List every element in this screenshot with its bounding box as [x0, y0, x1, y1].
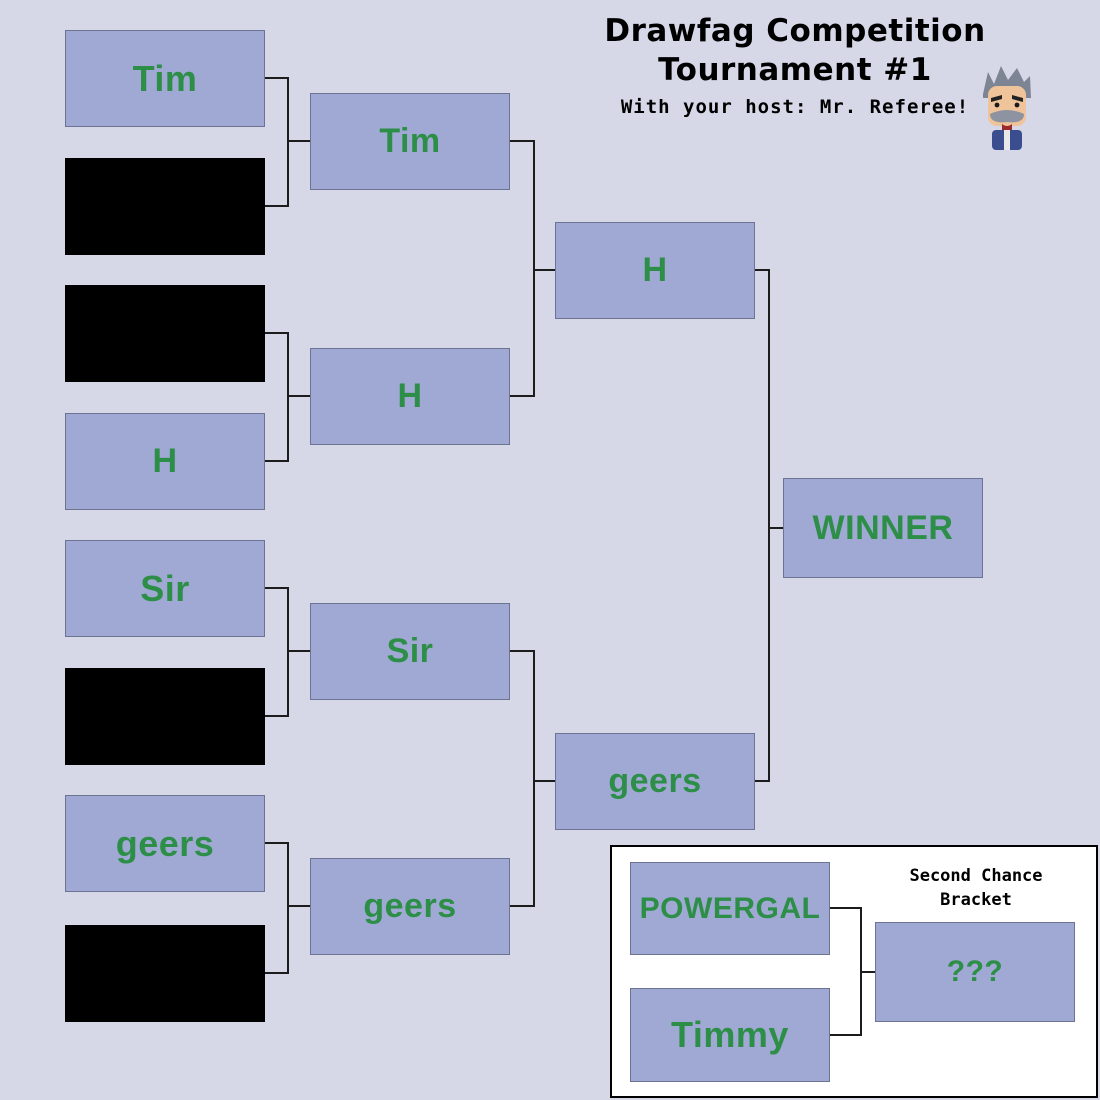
connector-line [265, 715, 289, 717]
connector-line [860, 971, 875, 973]
round2-box-h: H [310, 348, 510, 445]
connector-line [265, 842, 289, 844]
second-chance-title-line1: Second Chance [909, 866, 1043, 886]
connector-line [830, 907, 862, 909]
round1-box-tim: Tim [65, 30, 265, 127]
round2-label-tim: Tim [379, 122, 441, 160]
connector-line [287, 140, 310, 142]
connector-line [287, 587, 289, 717]
tournament-title-line1: Drawfag Competition [604, 13, 986, 49]
tournament-title-line2: Tournament #1 [658, 51, 932, 88]
connector-line [510, 650, 535, 652]
connector-line [287, 332, 289, 462]
round1-label-h: H [152, 442, 178, 480]
host-subtitle: With your host: Mr. Referee! [620, 95, 970, 118]
winner-label: WINNER [812, 508, 954, 547]
connector-line [287, 395, 310, 397]
second-chance-title-line2: Bracket [940, 889, 1012, 910]
connector-line [287, 650, 310, 652]
round1-box-empty-1 [65, 158, 265, 255]
connector-line [287, 905, 310, 907]
connector-line [755, 780, 770, 782]
connector-line [768, 269, 770, 782]
connector-line [510, 905, 535, 907]
round1-box-empty-3 [65, 668, 265, 765]
connector-line [265, 460, 289, 462]
semifinal-label-h: H [642, 251, 668, 289]
round2-box-tim: Tim [310, 93, 510, 190]
connector-line [768, 527, 783, 529]
winner-box: WINNER [783, 478, 983, 578]
second-chance-panel: Second Chance Bracket POWERGAL Timmy ??? [610, 845, 1098, 1098]
second-chance-label-result: ??? [946, 955, 1004, 988]
referee-avatar-drawing [983, 66, 1031, 150]
round1-box-empty-2 [65, 285, 265, 382]
round2-box-geers: geers [310, 858, 510, 955]
connector-line [265, 332, 289, 334]
connector-line [265, 205, 289, 207]
connector-line [287, 842, 289, 974]
connector-line [265, 587, 289, 589]
connector-line [533, 650, 535, 907]
semifinal-box-geers: geers [555, 733, 755, 830]
second-chance-title: Second Chance Bracket [860, 865, 1092, 913]
round2-label-sir: Sir [386, 632, 434, 670]
connector-line [510, 140, 535, 142]
connector-line [265, 972, 289, 974]
connector-line [533, 269, 555, 271]
connector-line [533, 780, 555, 782]
round2-label-geers: geers [363, 887, 457, 925]
connector-line [830, 1034, 862, 1036]
round1-label-sir: Sir [140, 567, 190, 609]
round1-box-h: H [65, 413, 265, 510]
connector-line [265, 77, 289, 79]
second-chance-box-result: ??? [875, 922, 1075, 1022]
connector-line [287, 77, 289, 207]
semifinal-box-h: H [555, 222, 755, 319]
round1-box-sir: Sir [65, 540, 265, 637]
second-chance-label-timmy: Timmy [671, 1014, 789, 1055]
title-block: Drawfag Competition Tournament #1 With y… [545, 12, 1045, 118]
connector-line [755, 269, 770, 271]
round2-box-sir: Sir [310, 603, 510, 700]
round1-box-empty-4 [65, 925, 265, 1022]
second-chance-box-powergal: POWERGAL [630, 862, 830, 955]
connector-line [533, 140, 535, 397]
round2-label-h: H [397, 377, 423, 415]
second-chance-label-powergal: POWERGAL [639, 891, 821, 925]
connector-line [510, 395, 535, 397]
referee-avatar-icon [980, 64, 1034, 150]
second-chance-box-timmy: Timmy [630, 988, 830, 1082]
round1-label-geers: geers [115, 822, 215, 864]
round1-box-geers: geers [65, 795, 265, 892]
round1-label-tim: Tim [132, 57, 198, 99]
semifinal-label-geers: geers [608, 762, 702, 800]
